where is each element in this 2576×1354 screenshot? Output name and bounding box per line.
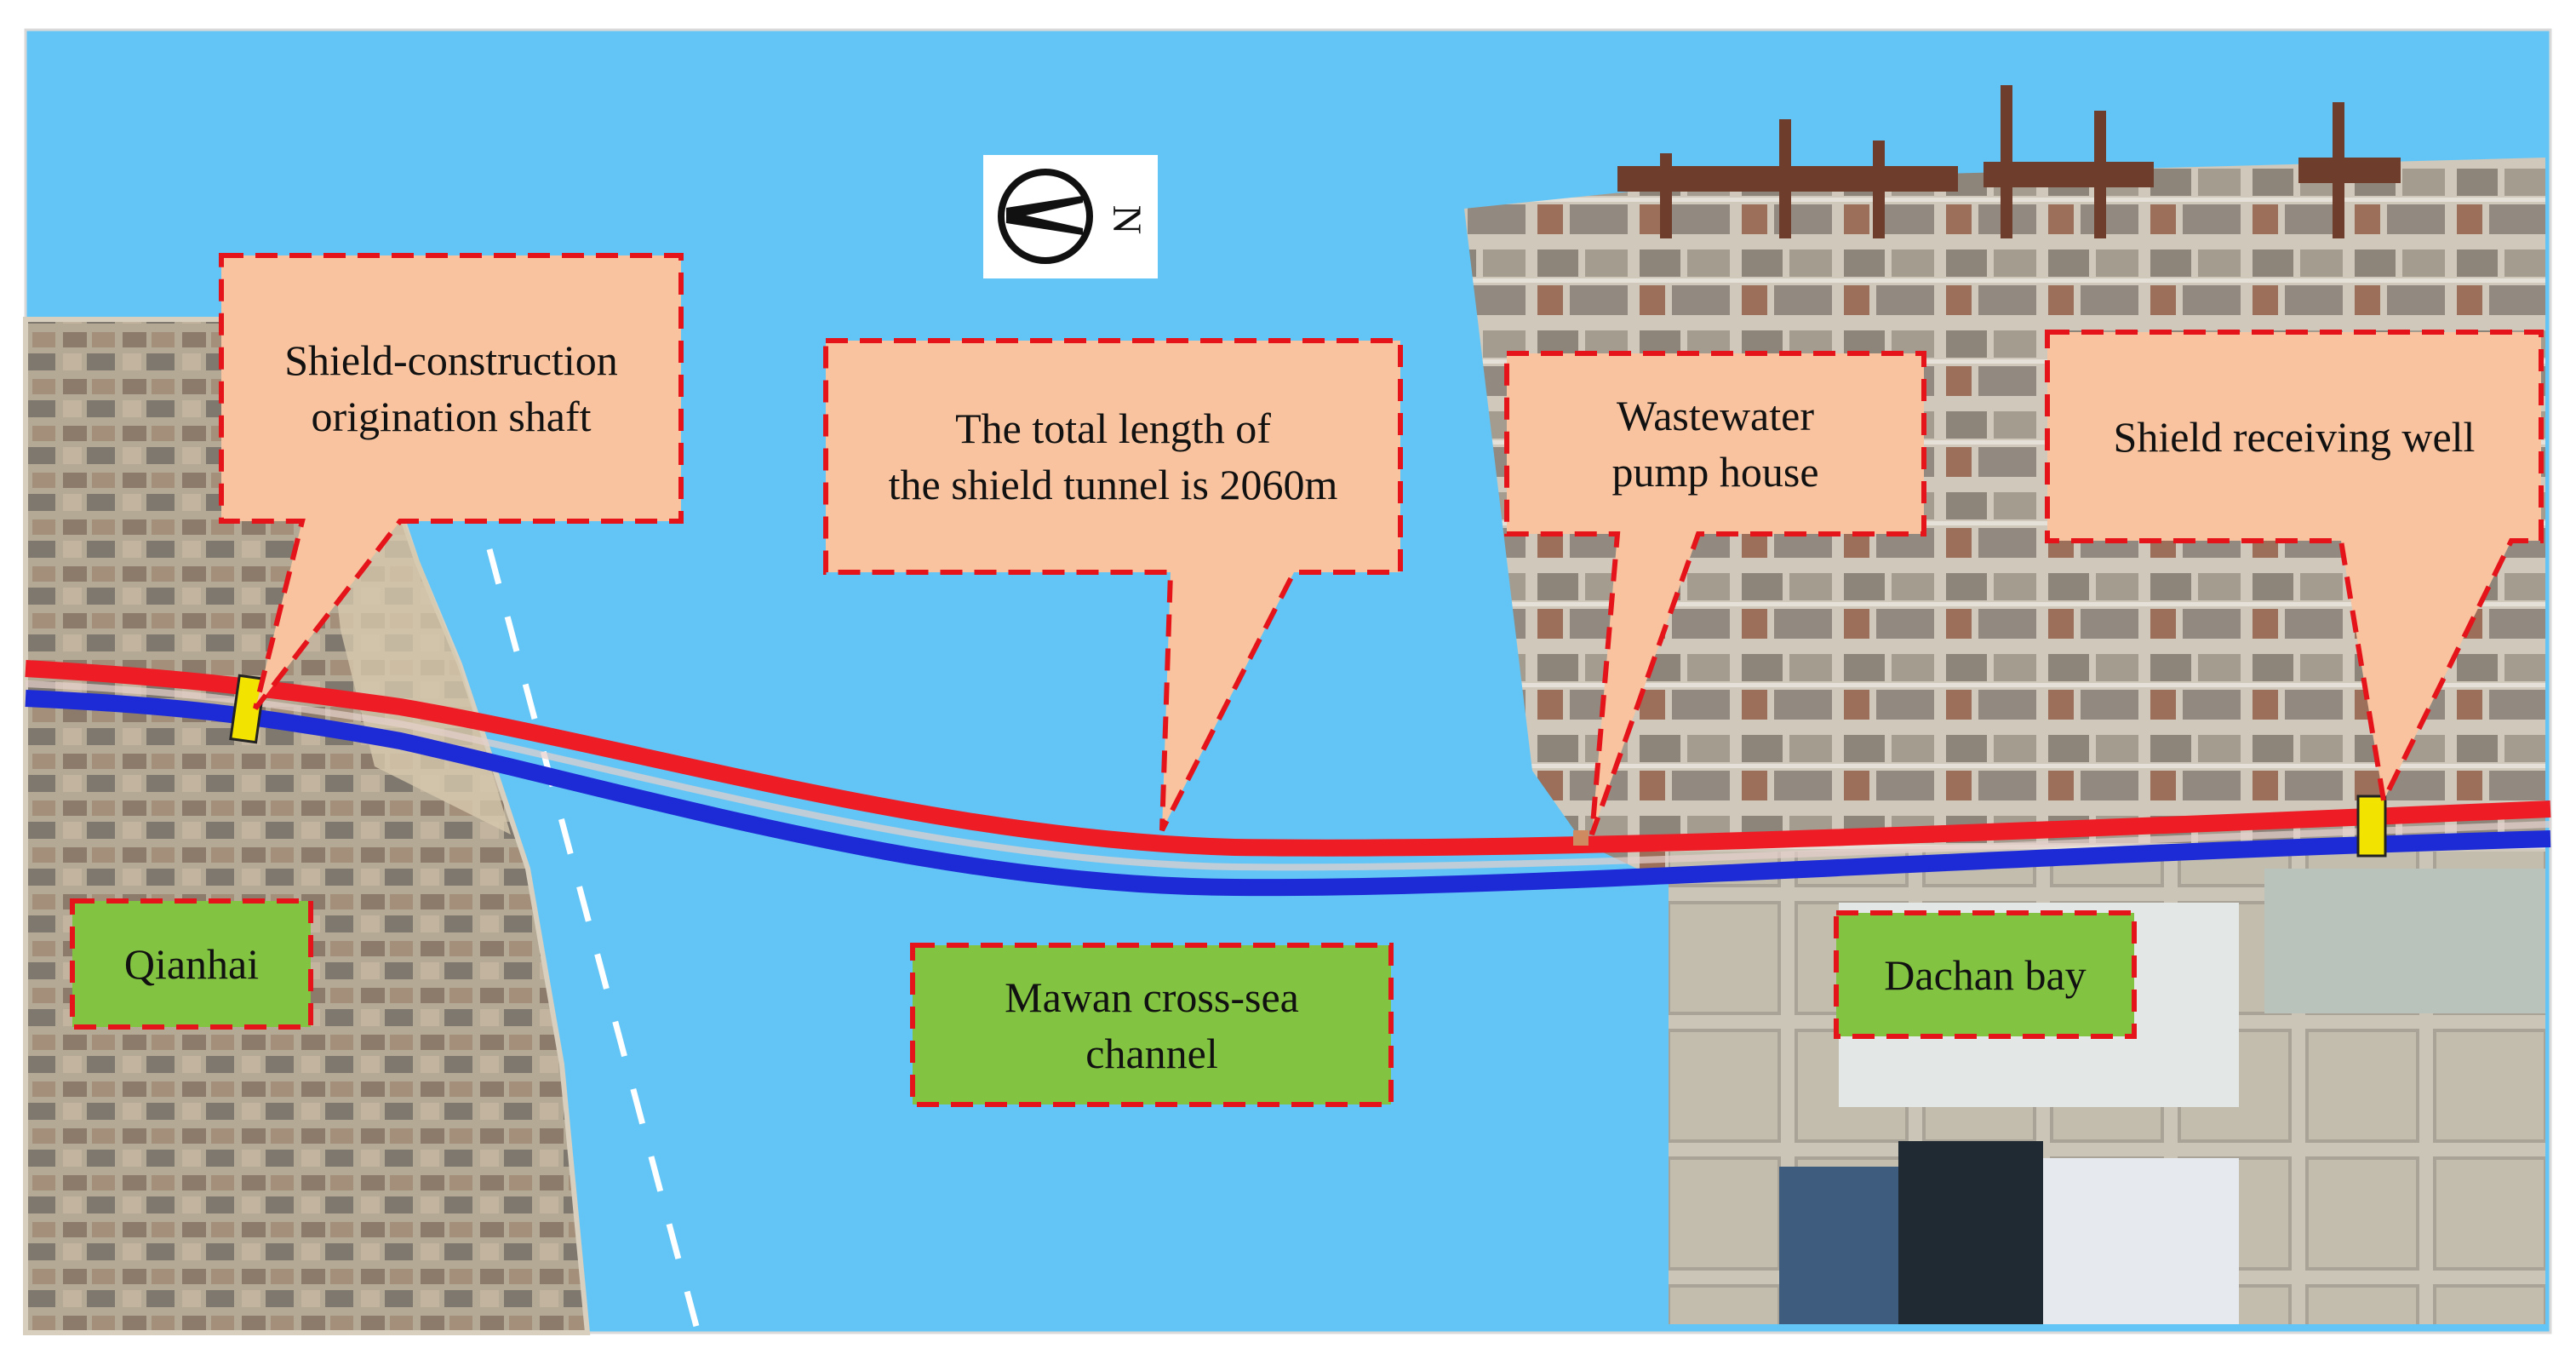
callout-tunnel-length-line-2: the shield tunnel is 2060m — [888, 461, 1338, 508]
callout-tunnel-length-text: The total length of the shield tunnel is… — [826, 341, 1400, 572]
callout-receiving-well-line-1: Shield receiving well — [2113, 412, 2476, 461]
qianhai-land — [26, 319, 587, 1333]
callout-receiving-well — [2045, 330, 2544, 809]
callout-origination-shaft-line-1: Shield-construction — [284, 336, 618, 384]
tunnel-line-red — [25, 660, 2551, 857]
place-label-mawan-line-1: Mawan cross-sea — [1005, 972, 1299, 1021]
place-box-mawan — [910, 943, 1394, 1107]
origination-shaft-marker — [229, 674, 266, 744]
compass-icon: N — [983, 155, 1158, 278]
callout-pump-house-line-1: Wastewater — [1617, 392, 1814, 439]
callout-receiving-well-text: Shield receiving well — [2047, 332, 2541, 541]
place-label-mawan: Mawan cross-sea channel — [913, 945, 1391, 1104]
callout-pump-house — [1504, 351, 1926, 836]
place-label-qianhai-line-1: Qianhai — [123, 940, 260, 988]
place-label-dachan-line-1: Dachan bay — [1884, 950, 2087, 999]
compass-north-label: N — [1104, 205, 1149, 235]
callout-tunnel-length — [823, 338, 1403, 832]
port-cranes — [1617, 85, 2401, 238]
callout-pump-house-text: Wastewater pump house — [1507, 353, 1924, 534]
callout-origination-shaft-line-2: origination shaft — [311, 393, 592, 440]
place-box-qianhai — [70, 898, 313, 1030]
pump-house-marker — [1573, 830, 1589, 846]
place-label-mawan-line-2: channel — [1085, 1029, 1218, 1077]
receiving-well-marker — [2356, 795, 2387, 858]
place-label-dachan: Dachan bay — [1836, 913, 2134, 1036]
place-box-dachan — [1834, 910, 2137, 1039]
tunnel-line-blue — [25, 690, 2551, 897]
callout-tunnel-length-line-1: The total length of — [955, 404, 1271, 452]
callout-pump-house-line-2: pump house — [1611, 448, 1819, 496]
callout-origination-shaft — [219, 253, 684, 710]
place-label-qianhai: Qianhai — [72, 901, 311, 1027]
callout-origination-shaft-text: Shield-construction origination shaft — [221, 255, 681, 521]
